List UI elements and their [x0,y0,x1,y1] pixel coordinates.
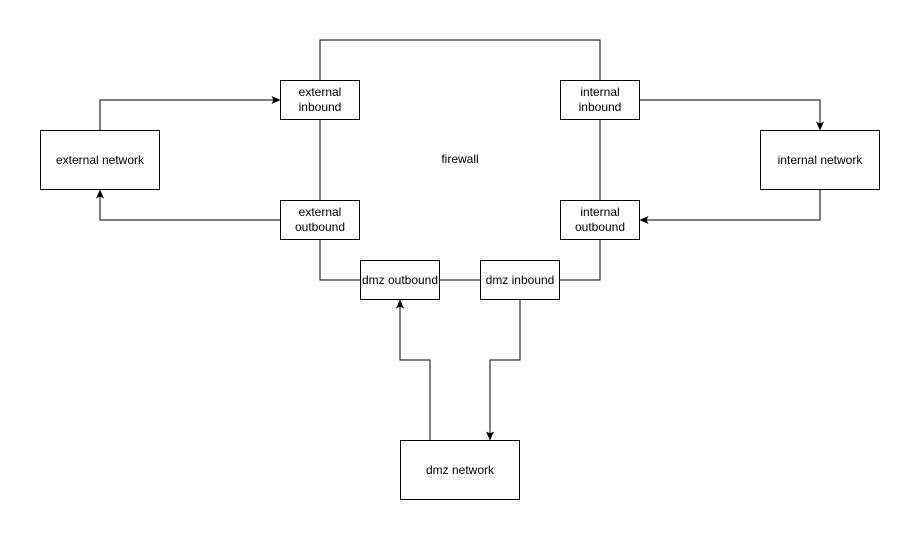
node-dmz-outbound: dmz outbound [360,260,440,300]
edge-external-outbound-to-external-network [96,189,280,221]
node-dmz-network: dmz network [400,440,520,500]
edge-internal-network-to-internal-outbound [639,190,821,224]
edge-dmz-inbound-to-dmz-network [486,300,521,441]
node-internal-outbound: internal outbound [560,200,640,240]
edge-external-outbound-to-dmz-outbound [319,240,360,281]
node-internal-network: internal network [760,130,880,190]
node-external-outbound: external outbound [280,200,360,240]
edge-internal-inbound-to-internal-network [640,99,824,131]
edge-firewall-top-link [319,39,601,80]
node-external-network: external network [40,130,160,190]
edge-internal-outbound-to-dmz-inbound [560,240,601,281]
node-internal-inbound: internal inbound [560,80,640,120]
node-external-inbound: external inbound [280,80,360,120]
node-dmz-inbound: dmz inbound [480,260,560,300]
edge-dmz-network-to-dmz-outbound [396,299,431,440]
edge-external-network-to-external-inbound [99,96,281,130]
node-firewall-label: firewall [441,151,479,166]
